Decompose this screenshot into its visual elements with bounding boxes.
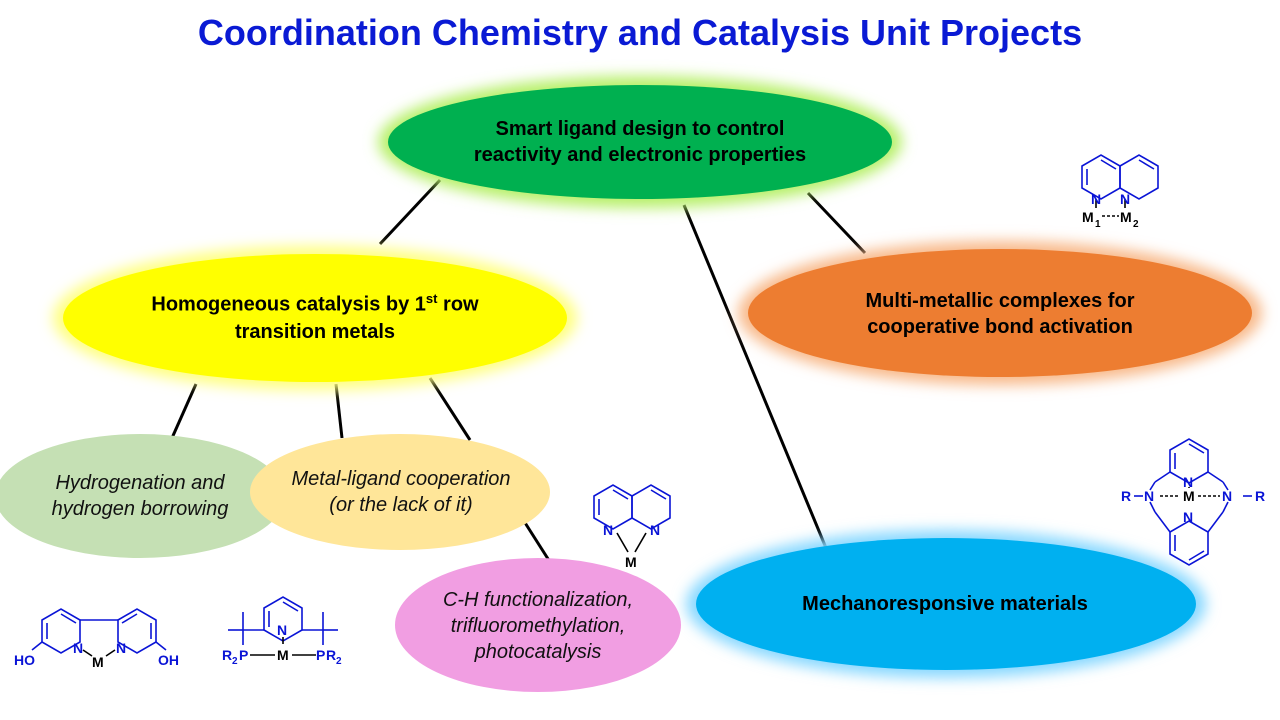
node-hydrogenation-label: Hydrogenation and hydrogen borrowing [51, 472, 229, 520]
bubble-ligand-design [388, 85, 892, 199]
connector-ligand-to-mechano [682, 204, 828, 549]
macro-n-bottom: N [1183, 509, 1193, 525]
node-ligand-design-label: Smart ligand design to control reactivit… [473, 118, 807, 166]
page-title: Coordination Chemistry and Catalysis Uni… [197, 12, 1083, 53]
structure-macrocycle [1134, 438, 1252, 566]
bipy-ho: HO [14, 652, 35, 668]
node-homogeneous-line1-end: row [437, 293, 479, 316]
connector-homogeneous-to-hydrogenation [170, 383, 198, 439]
node-multimetallic: Multi-metallic complexes for cooperative… [770, 270, 1230, 358]
bipy-n2: N [116, 640, 126, 656]
pincer-p-left: P [239, 647, 248, 663]
macro-n-right: N [1222, 488, 1232, 504]
structure-bipyridine [31, 608, 167, 657]
node-mlc: Metal-ligand cooperation (or the lack of… [256, 454, 546, 530]
bubble-multimetallic [748, 249, 1252, 377]
naph-ch-n1: N [603, 522, 613, 538]
node-homogeneous: Homogeneous catalysis by 1st row transit… [80, 272, 550, 364]
structure-naphthyridine-dimetal [1081, 154, 1159, 217]
connector-mlc-to-ch [520, 517, 552, 563]
bipy-n1: N [73, 640, 83, 656]
naph-ch-n2: N [650, 522, 660, 538]
naph-dm-n2: N [1120, 191, 1130, 207]
naph-dm-n1: N [1091, 191, 1101, 207]
node-hydrogenation: Hydrogenation and hydrogen borrowing [8, 458, 272, 534]
naph-ch-m: M [625, 554, 637, 570]
node-homogeneous-sup: st [425, 291, 438, 307]
pincer-r-left: R [222, 647, 232, 663]
bubble-homogeneous [63, 254, 567, 382]
naph-dm-m2: M [1120, 209, 1132, 225]
pincer-sub-right: 2 [336, 656, 342, 667]
node-homogeneous-line2: transition metals [234, 320, 396, 343]
macro-m: M [1183, 488, 1195, 504]
node-ligand-design: Smart ligand design to control reactivit… [400, 100, 880, 184]
pincer-p-right: P [316, 647, 325, 663]
node-homogeneous-line1: Homogeneous catalysis by 1 [151, 293, 426, 316]
node-multimetallic-label: Multi-metallic complexes for cooperative… [865, 290, 1135, 338]
macro-r-left: R [1121, 488, 1131, 504]
connector-homogeneous-to-mlc [334, 383, 344, 439]
macro-n-top: N [1183, 474, 1193, 490]
pincer-m: M [277, 647, 289, 663]
connector-ligand-to-homogeneous [378, 178, 442, 246]
bubble-hydrogenation [0, 434, 285, 558]
connector-lines [170, 178, 867, 563]
bubble-mlc [250, 434, 550, 550]
naph-dm-m1: M [1082, 209, 1094, 225]
naph-dm-m2-sub: 2 [1133, 219, 1139, 230]
bubble-mechano [696, 538, 1196, 670]
node-ch-func: C-H functionalization, trifluoromethylat… [404, 576, 672, 676]
connector-homogeneous-to-mlc-2 [428, 377, 472, 441]
node-homogeneous-label: Homogeneous catalysis by 1st row transit… [151, 290, 478, 346]
node-mlc-label: Metal-ligand cooperation (or the lack of… [291, 468, 511, 516]
bipy-m: M [92, 654, 104, 670]
bipy-oh: OH [158, 652, 179, 668]
pincer-r-right: R [326, 647, 336, 663]
macro-r-right: R [1255, 488, 1265, 504]
node-mechano-label: Mechanoresponsive materials [802, 593, 1088, 615]
node-mechano: Mechanoresponsive materials [720, 580, 1170, 628]
connector-ligand-to-multimetallic [806, 191, 867, 255]
bubble-ch-func [395, 558, 681, 692]
pincer-sub-left: 2 [232, 656, 238, 667]
pincer-n: N [277, 622, 287, 638]
bubble-shapes [0, 85, 1252, 692]
macro-n-left: N [1144, 488, 1154, 504]
naph-dm-m1-sub: 1 [1095, 219, 1101, 230]
structure-naphthyridine-chelate [593, 484, 671, 553]
node-ch-func-label: C-H functionalization, trifluoromethylat… [442, 589, 634, 663]
structure-pincer [228, 596, 338, 656]
